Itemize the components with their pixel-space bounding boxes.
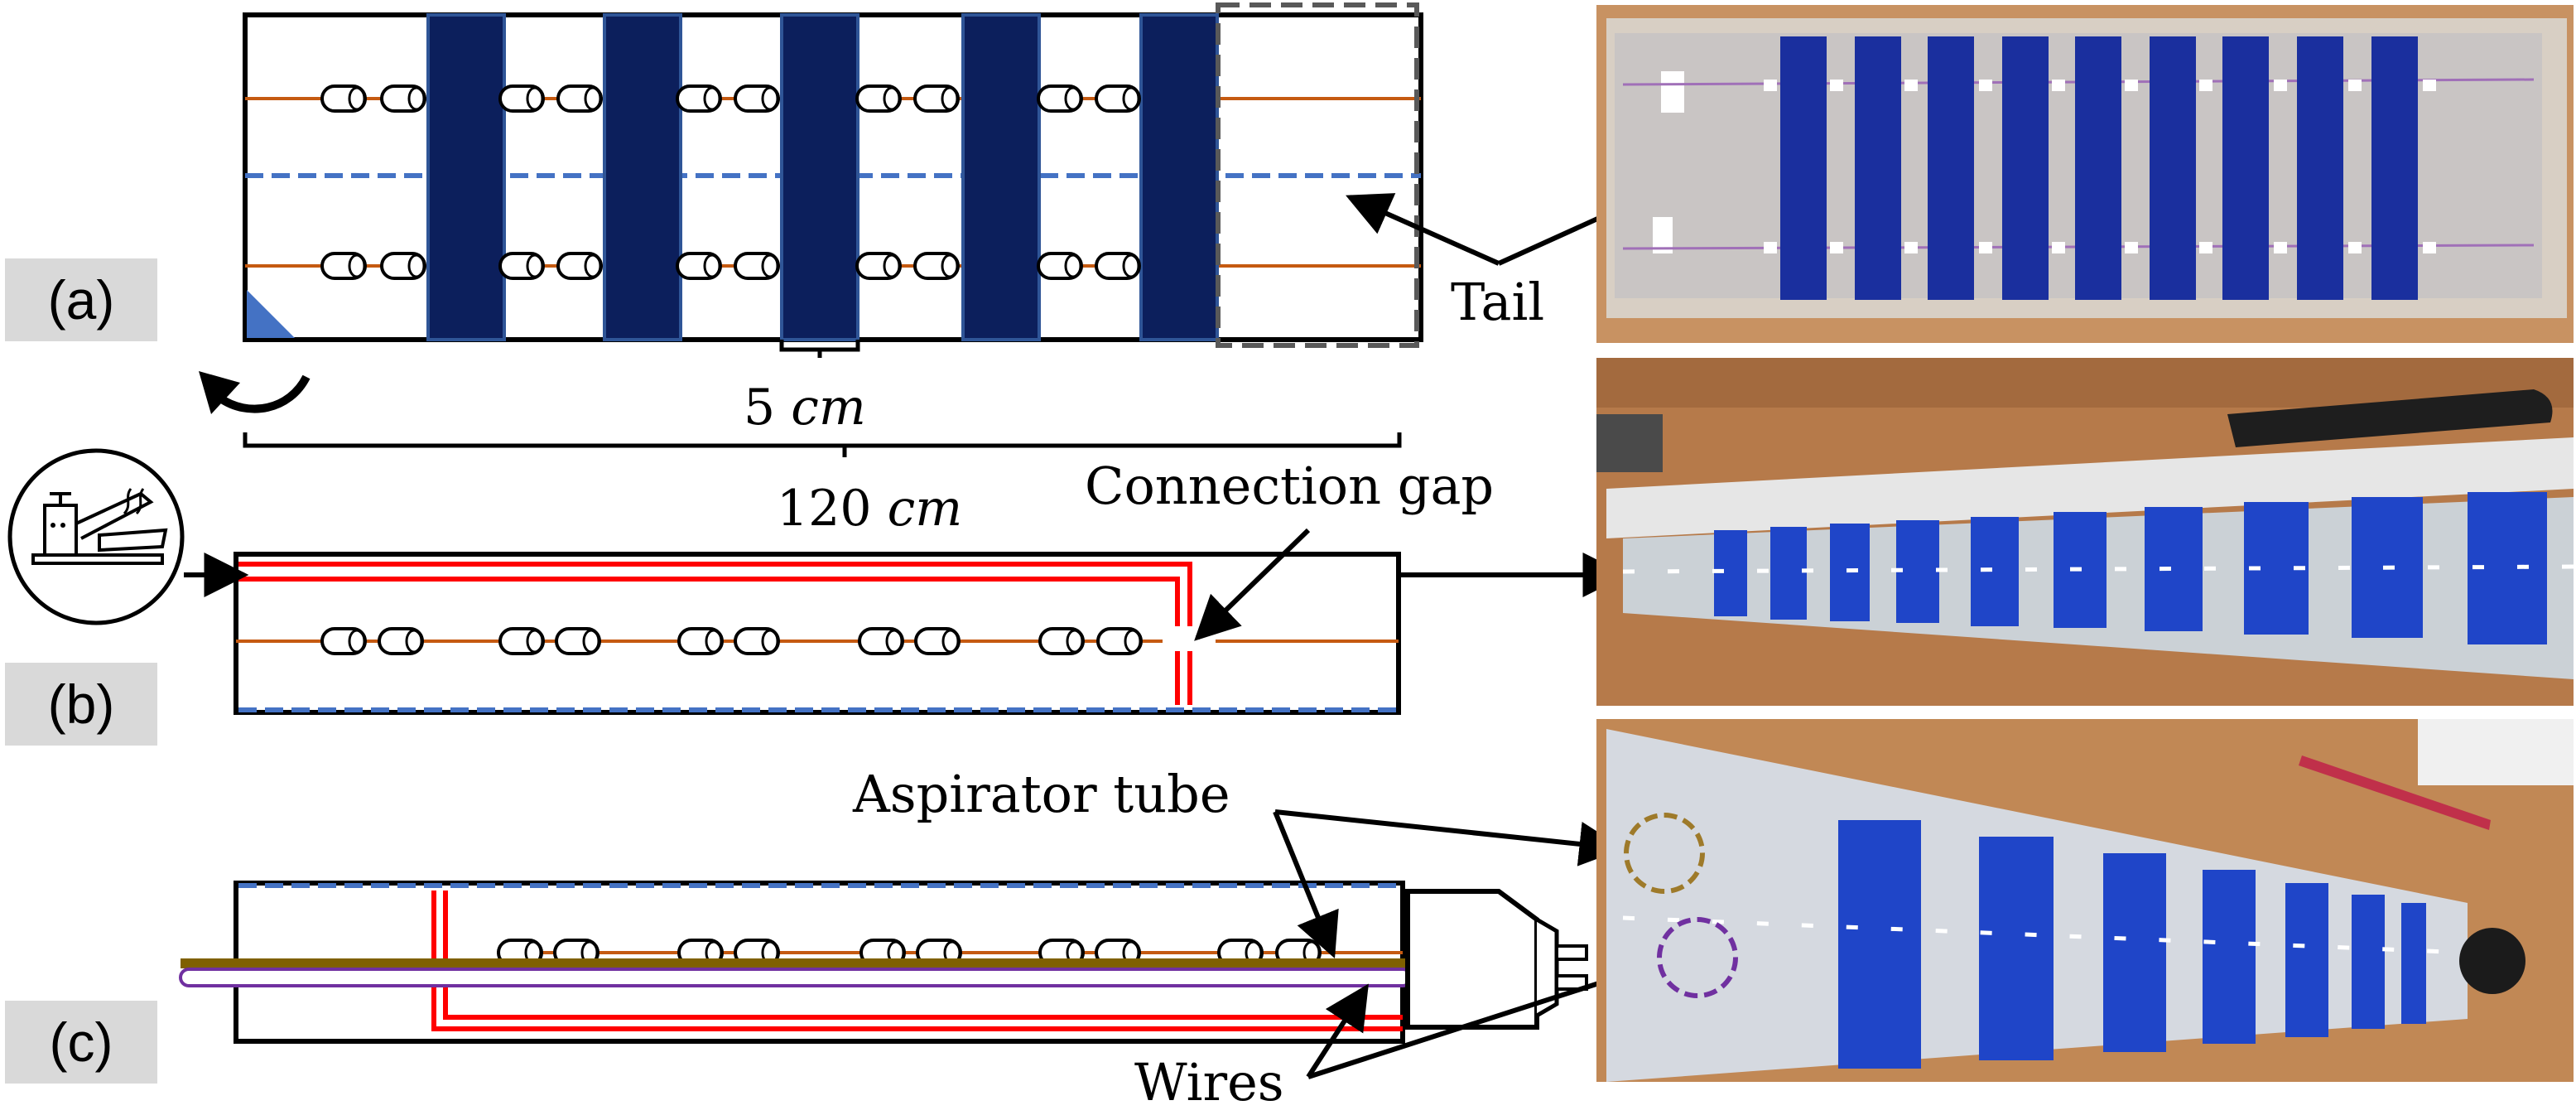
curved-arrow-icon bbox=[199, 371, 311, 414]
photo-panel-a bbox=[1596, 5, 2574, 343]
electrode-strip bbox=[603, 13, 682, 341]
aspirator-arrow-to-photo bbox=[1274, 809, 1625, 866]
connector-plug bbox=[1405, 889, 1588, 1030]
tail-region-box bbox=[1216, 2, 1419, 348]
wires-label: Wires bbox=[1134, 1052, 1284, 1113]
tail-arrow-to-diagram bbox=[1346, 193, 1500, 266]
heat-seal-gap-segment bbox=[1175, 651, 1192, 705]
panel-b-diagram bbox=[234, 552, 1401, 715]
aspirator-tube-label: Aspirator tube bbox=[853, 764, 1230, 824]
tail-label: Tail bbox=[1451, 272, 1545, 332]
panel-label-a: (a) bbox=[5, 258, 157, 341]
panel-a-diagram bbox=[199, 2, 1423, 457]
electrode-strip bbox=[961, 13, 1041, 341]
total-length-label: 120 cm bbox=[777, 480, 963, 538]
length-dimension-line bbox=[243, 432, 1402, 457]
strip-width-label: 5 cm bbox=[744, 379, 866, 437]
purple-wire-tube bbox=[179, 968, 1413, 987]
panel-c-heat-seal bbox=[431, 891, 1403, 1031]
connection-gap-arrow bbox=[1194, 528, 1311, 641]
electrode-strip bbox=[426, 13, 506, 341]
panel-label-c: (c) bbox=[5, 1001, 157, 1084]
wires-arrow-to-photo bbox=[1307, 957, 1658, 1079]
photo-panel-b bbox=[1596, 358, 2574, 706]
fold-corner-marker bbox=[247, 290, 295, 338]
heat-seal-line bbox=[238, 562, 1192, 626]
wires-arrow-to-diagram bbox=[1306, 983, 1369, 1079]
panel-c-diagram bbox=[179, 881, 1588, 1044]
strip-width-bracket bbox=[779, 340, 860, 358]
aspirator-tube bbox=[181, 958, 1411, 968]
panel-a-strips bbox=[426, 13, 1219, 341]
photo-panel-c bbox=[1596, 719, 2574, 1082]
panel-label-b: (b) bbox=[5, 663, 157, 746]
connection-gap-label: Connection gap bbox=[1085, 456, 1495, 516]
heat-sealer-icon bbox=[7, 448, 185, 625]
electrode-strip bbox=[780, 13, 859, 341]
electrode-strip bbox=[1139, 13, 1219, 341]
aspirator-arrow-to-diagram bbox=[1273, 810, 1339, 959]
